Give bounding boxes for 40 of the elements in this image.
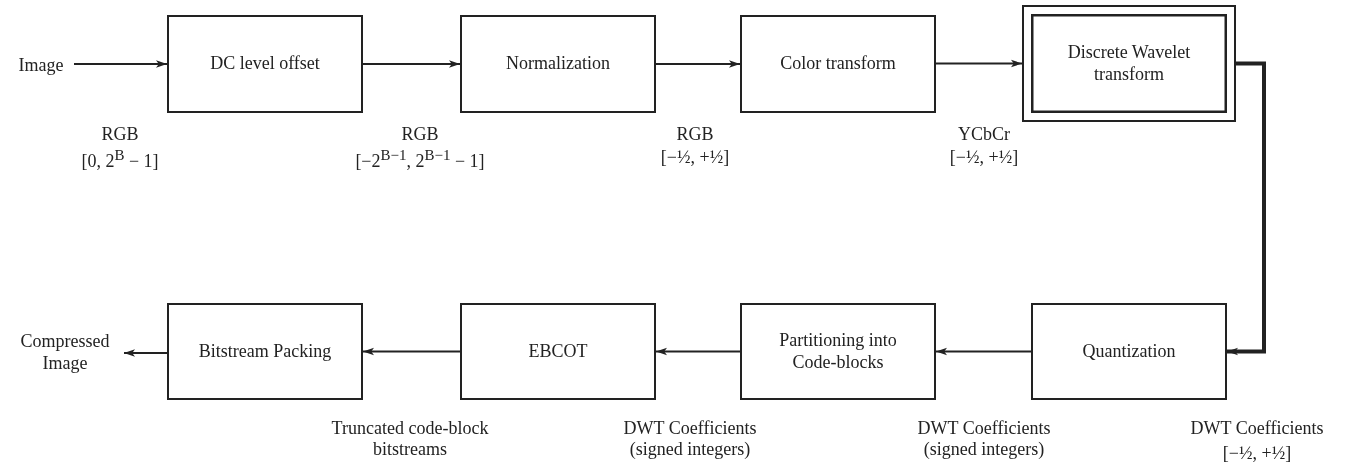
signal-label: [0, 2$^{B}$ − 1] bbox=[81, 147, 159, 172]
arrow bbox=[362, 347, 461, 356]
arrow bbox=[935, 59, 1023, 68]
process-label: DC level offset bbox=[210, 53, 320, 75]
signal-label: [−½, +½] bbox=[949, 147, 1019, 168]
process-label: Quantization bbox=[1082, 340, 1176, 363]
process-box bbox=[740, 15, 936, 113]
arrow bbox=[362, 60, 461, 68]
process-label: Partitioning into Code-blocks bbox=[778, 329, 898, 374]
process-label: Bitstream Packing bbox=[198, 340, 332, 363]
process-box bbox=[460, 303, 656, 400]
arrow bbox=[73, 60, 168, 68]
signal-label: DWT Coefficients bbox=[1190, 418, 1324, 439]
signal-label: [−½, +½] bbox=[660, 147, 730, 168]
process-box bbox=[167, 15, 363, 113]
signal-label: DWT Coefficients (signed integers) bbox=[622, 418, 758, 460]
signal-label: RGB bbox=[676, 124, 714, 145]
signal-label: DWT Coefficients (signed integers) bbox=[916, 418, 1052, 460]
process-label: Color transform bbox=[780, 53, 896, 75]
signal-label: YCbCr bbox=[958, 124, 1010, 145]
signal-label: RGB bbox=[401, 124, 439, 145]
arrow bbox=[1227, 61, 1266, 356]
signal-label: Truncated code-block bitstreams bbox=[330, 418, 490, 460]
signal-label: [−½, +½] bbox=[1222, 443, 1292, 464]
arrow bbox=[935, 347, 1032, 356]
signal-label: [−2$^{B−1}$, 2$^{B−1}$ − 1] bbox=[355, 147, 485, 172]
process-box bbox=[167, 303, 363, 400]
arrow bbox=[655, 60, 741, 68]
process-box bbox=[460, 15, 656, 113]
input-label: Image bbox=[8, 52, 74, 80]
arrow bbox=[123, 349, 168, 357]
output-label: Compressed Image bbox=[6, 326, 124, 380]
signal-label: RGB bbox=[101, 124, 139, 145]
process-label: Normalization bbox=[506, 53, 610, 75]
process-box bbox=[1031, 303, 1227, 400]
process-label: Discrete Wavelet transform bbox=[1066, 41, 1192, 86]
process-box bbox=[740, 303, 936, 400]
process-label: EBCOT bbox=[528, 340, 588, 363]
arrow bbox=[655, 347, 741, 356]
process-box bbox=[1022, 5, 1236, 122]
